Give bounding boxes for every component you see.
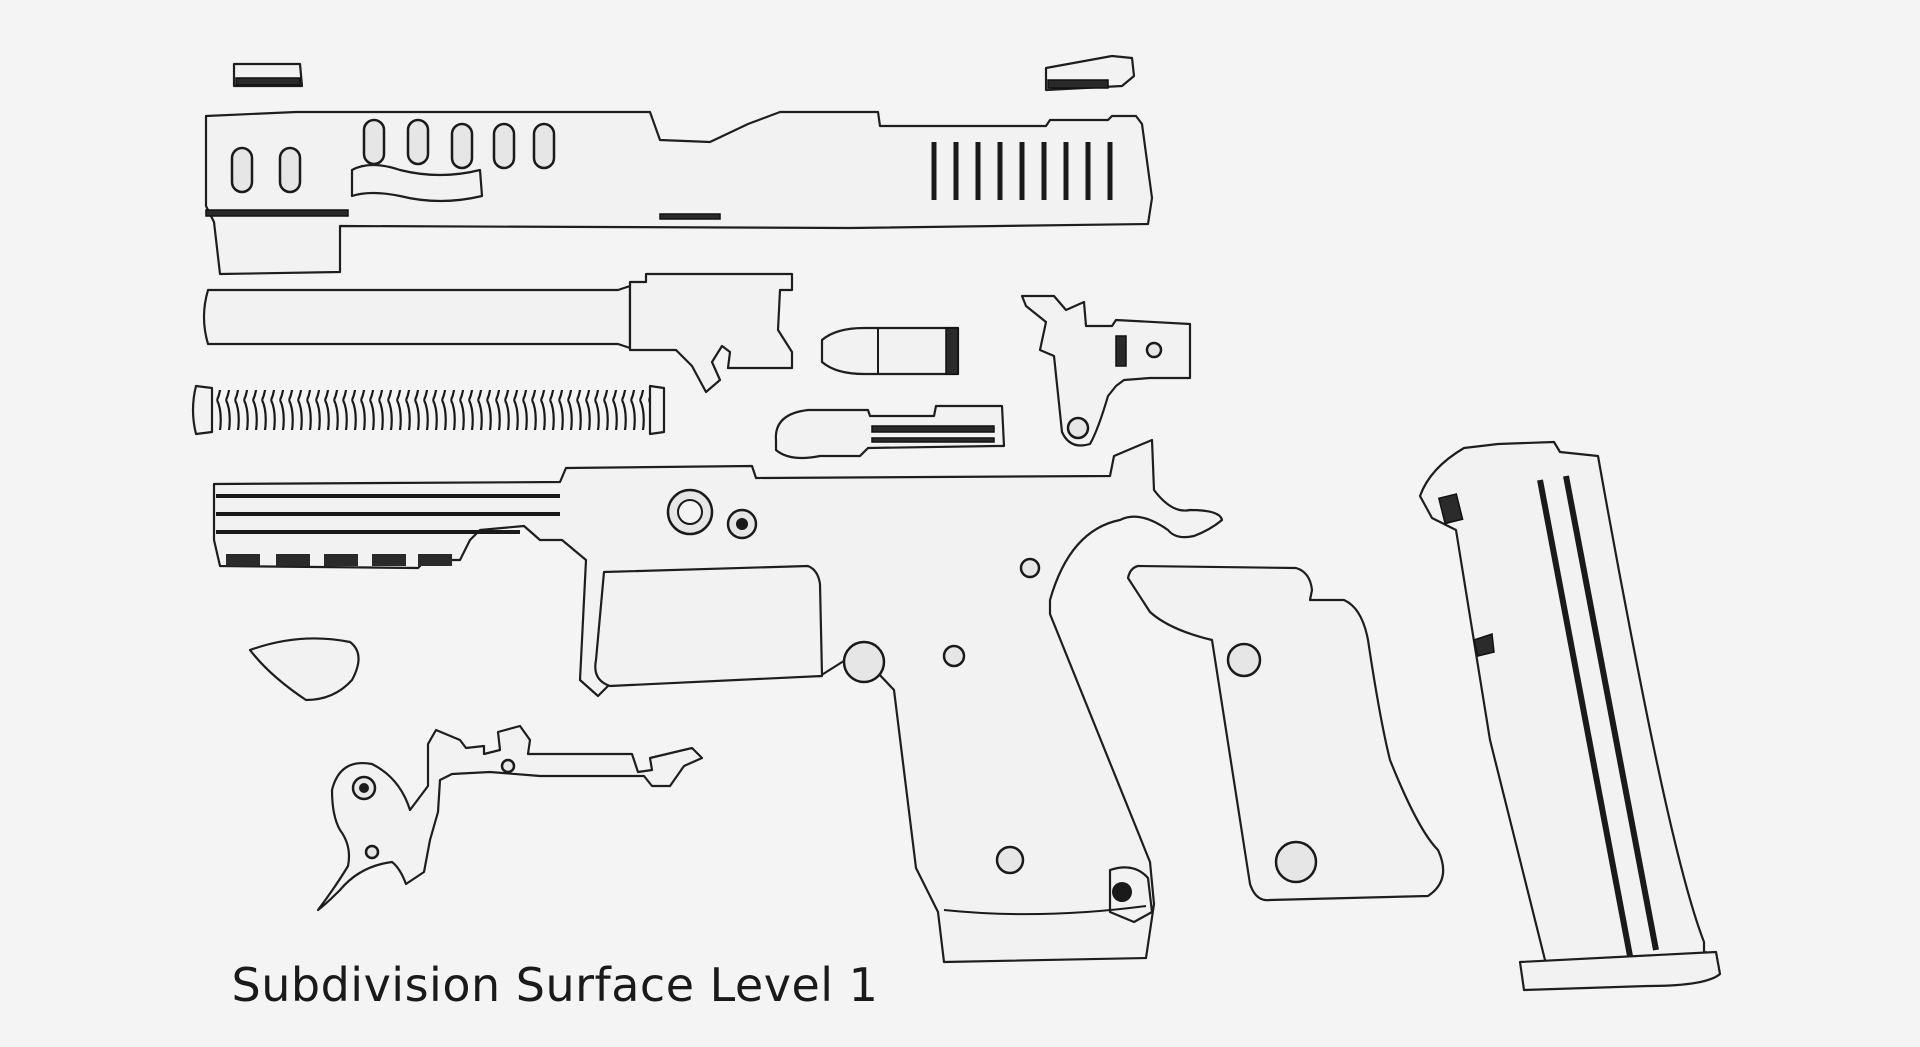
recoil-spring (191, 384, 666, 436)
slide-cutouts (230, 118, 556, 203)
rear-sight (232, 62, 304, 88)
extractor (1020, 294, 1192, 447)
barrel (202, 272, 794, 394)
trigger-bar-assembly (774, 404, 1006, 460)
frame (212, 438, 1224, 964)
grip-panel (1126, 564, 1445, 902)
cartridge (820, 326, 960, 376)
slide-stop-lever (248, 637, 360, 702)
magazine (1418, 440, 1722, 992)
caption-subdivision-level: Subdivision Surface Level 1 (231, 958, 879, 1012)
trigger (316, 724, 704, 912)
slide (204, 110, 1154, 276)
front-sight (1044, 54, 1136, 92)
slide-serrations (931, 142, 1113, 200)
